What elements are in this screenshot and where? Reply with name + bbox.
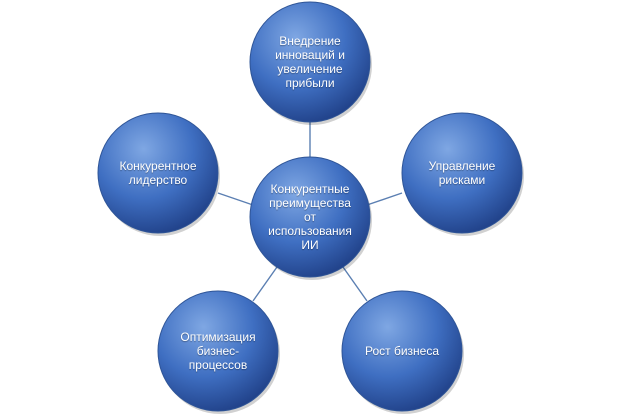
connector-leadership: [217, 192, 254, 206]
connectors: [217, 122, 403, 302]
node-leadership-circle: [97, 112, 219, 234]
node-optimization-label: Оптимизация бизнес- процессов: [180, 330, 256, 372]
node-innovation-circle: [249, 1, 371, 123]
node-shapes: [97, 1, 524, 414]
node-growth-circle: [341, 290, 463, 412]
node-leadership-label: Конкурентное лидерство: [119, 159, 197, 187]
node-risk-circle: [401, 112, 523, 234]
node-innovation-label: Внедрение инноваций и увеличение прибыли: [275, 34, 345, 90]
center-node-circle: [249, 156, 371, 278]
connector-risk: [366, 192, 403, 206]
connector-optimization: [252, 266, 278, 302]
center-node-label: Конкурентные преимущества от использован…: [268, 182, 352, 252]
node-growth-label: Рост бизнеса: [364, 344, 440, 358]
connector-growth: [342, 266, 368, 302]
node-optimization-circle: [157, 290, 279, 412]
node-risk-label: Управление рисками: [428, 159, 496, 187]
